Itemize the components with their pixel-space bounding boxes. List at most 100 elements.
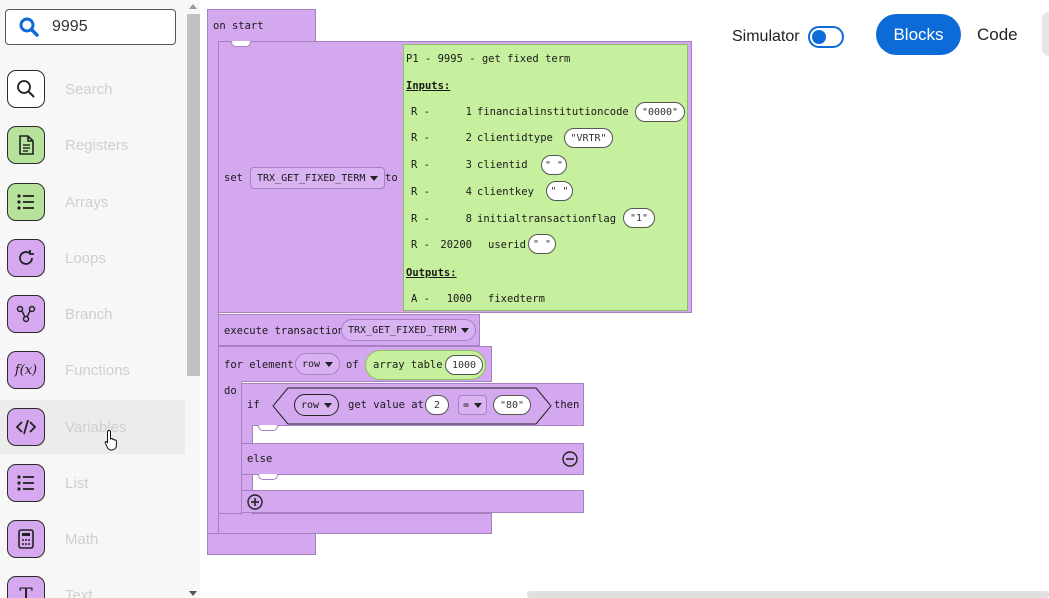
- input-value-field[interactable]: "0000": [635, 102, 685, 122]
- input-prefix: R -: [411, 213, 430, 225]
- to-label: to: [385, 172, 398, 184]
- row-variable-name: row: [301, 399, 320, 411]
- category-branch[interactable]: Branch: [0, 287, 185, 341]
- array-table-block[interactable]: array table 1000: [365, 350, 486, 380]
- toggle-knob: [812, 30, 826, 44]
- category-variables[interactable]: Variables: [0, 400, 185, 454]
- refresh-icon: [7, 239, 45, 277]
- transaction-title: P1 - 9995 - get fixed term: [406, 53, 571, 65]
- input-prefix: R -: [411, 186, 430, 198]
- document-icon: [7, 126, 45, 164]
- category-label: List: [65, 474, 89, 492]
- set-variable-dropdown[interactable]: TRX_GET_FIXED_TERM: [250, 167, 386, 189]
- chevron-down-icon: [325, 361, 334, 367]
- category-label: Registers: [65, 136, 129, 154]
- search-icon: [19, 17, 39, 37]
- scroll-down-arrow-icon[interactable]: [189, 591, 197, 596]
- category-label: Arrays: [65, 193, 109, 211]
- for-each-loop-block[interactable]: for element row of array table 1000: [218, 346, 492, 382]
- output-name: fixedterm: [488, 293, 545, 305]
- loop-variable-dropdown[interactable]: row: [295, 353, 341, 375]
- scroll-up-arrow-icon[interactable]: [189, 4, 197, 9]
- input-name: clientkey: [477, 186, 534, 198]
- else-block[interactable]: else: [241, 443, 584, 475]
- code-icon: [7, 408, 45, 446]
- scrollbar-thumb[interactable]: [187, 14, 200, 376]
- get-value-label: get value at: [348, 399, 424, 411]
- input-name: userid: [488, 239, 526, 251]
- input-number: 2: [465, 132, 472, 144]
- execute-transaction-block[interactable]: execute transaction TRX_GET_FIXED_TERM: [218, 314, 480, 346]
- input-prefix: R -: [411, 132, 430, 144]
- category-label: Search: [65, 80, 113, 98]
- then-label: then: [554, 399, 580, 411]
- category-loops[interactable]: Loops: [0, 231, 185, 285]
- edge-button[interactable]: [1042, 12, 1049, 56]
- else-slot-notch: [258, 474, 278, 480]
- plus-circle-icon[interactable]: [247, 494, 263, 510]
- input-number: 8: [465, 213, 472, 225]
- tab-code[interactable]: Code: [977, 25, 1018, 44]
- input-value-field[interactable]: " ": [528, 234, 556, 254]
- list-icon: [7, 464, 45, 502]
- operator-dropdown[interactable]: =: [458, 395, 488, 415]
- search-value: 9995: [52, 18, 88, 35]
- loop-variable-name: row: [302, 358, 321, 370]
- category-label: Functions: [65, 361, 131, 379]
- category-label: Loops: [65, 249, 106, 267]
- inputs-label: Inputs:: [406, 80, 451, 92]
- if-bottom: [241, 490, 584, 513]
- sidebar-scrollbar[interactable]: [185, 0, 200, 598]
- then-slot-notch: [258, 425, 278, 431]
- input-number: 4: [465, 186, 472, 198]
- category-search[interactable]: Search: [0, 62, 185, 116]
- chevron-down-icon: [461, 327, 470, 333]
- transaction-block[interactable]: P1 - 9995 - get fixed term Inputs: R - 1…: [403, 44, 688, 311]
- input-name: clientid: [477, 159, 528, 171]
- chevron-down-icon: [474, 402, 483, 408]
- input-value-field[interactable]: "VRTR": [564, 128, 613, 148]
- array-table-field[interactable]: 1000: [445, 355, 483, 375]
- function-icon: f(x): [7, 351, 45, 389]
- simulator-label: Simulator: [732, 28, 800, 45]
- category-functions[interactable]: f(x) Functions: [0, 343, 185, 397]
- chevron-down-icon: [324, 402, 333, 408]
- execute-variable-dropdown[interactable]: TRX_GET_FIXED_TERM: [341, 319, 477, 341]
- on-start-label: on start: [213, 20, 264, 32]
- input-value-field[interactable]: "1": [623, 208, 655, 228]
- if-label: if: [247, 399, 260, 411]
- compare-value-field[interactable]: "80": [493, 395, 531, 415]
- loop-spine: do: [218, 381, 242, 515]
- loop-bottom: [218, 513, 492, 534]
- search-input[interactable]: 9995: [5, 9, 176, 45]
- input-number: 3: [465, 159, 472, 171]
- array-table-label: array table: [373, 359, 443, 371]
- index-field[interactable]: 2: [425, 395, 449, 415]
- minus-circle-icon[interactable]: [562, 451, 578, 467]
- category-text[interactable]: T Text: [0, 568, 185, 598]
- block-notch: [231, 41, 251, 47]
- hand-pointer-icon: [104, 429, 117, 451]
- category-list[interactable]: List: [0, 456, 185, 510]
- category-label: Math: [65, 530, 99, 548]
- input-value-field[interactable]: " ": [546, 181, 573, 201]
- workspace-horizontal-scrollbar[interactable]: [527, 591, 1049, 598]
- toolbox-sidebar: 9995 Search Registers Arrays Loops: [0, 0, 200, 598]
- category-math[interactable]: Math: [0, 512, 185, 566]
- if-block[interactable]: if row get value at 2 = "80" then: [241, 383, 584, 426]
- on-start-block[interactable]: on start: [207, 9, 316, 43]
- output-number: 1000: [446, 293, 472, 305]
- simulator-toggle[interactable]: [808, 26, 844, 48]
- input-prefix: R -: [411, 106, 430, 118]
- category-registers[interactable]: Registers: [0, 118, 185, 172]
- tab-blocks[interactable]: Blocks: [876, 14, 961, 55]
- branch-icon: [7, 295, 45, 333]
- input-value-field[interactable]: " ": [541, 155, 567, 175]
- input-prefix: R -: [411, 159, 430, 171]
- execute-label: execute transaction: [224, 325, 345, 337]
- else-label: else: [247, 453, 273, 465]
- category-arrays[interactable]: Arrays: [0, 175, 185, 229]
- row-variable-dropdown[interactable]: row: [294, 394, 340, 416]
- category-label: Branch: [65, 305, 113, 323]
- input-name: financialinstitutioncode: [477, 106, 629, 118]
